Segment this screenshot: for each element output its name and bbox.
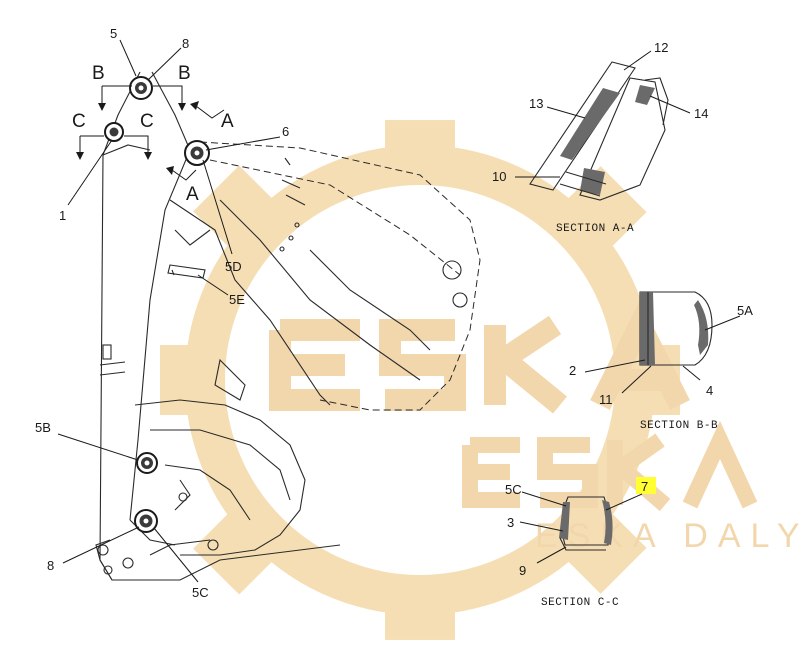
callout-5b: 5B <box>35 420 51 435</box>
watermark-wordmark: ESKA DALYS <box>269 300 800 555</box>
bucket-link-body <box>169 141 481 411</box>
section-a-a-label-14: 14 <box>694 106 708 121</box>
section-c-c-label-9: 9 <box>519 563 526 578</box>
section-a-a-label-10: 10 <box>492 169 506 184</box>
pin-6 <box>184 140 210 166</box>
view-marker-c-right: C <box>140 111 154 132</box>
pin-1 <box>104 122 124 142</box>
callout-8-bottom: 8 <box>47 558 54 573</box>
section-b-b-drawing <box>639 291 713 366</box>
callout-5e: 5E <box>229 292 245 307</box>
section-b-b-title: SECTION B-B <box>640 420 718 432</box>
section-a-a-label-12: 12 <box>654 40 668 55</box>
section-c-c-label-7: 7 <box>641 479 648 494</box>
stick-assembly-drawing <box>95 71 481 581</box>
view-marker-b-right: B <box>178 63 191 84</box>
section-c-c-title: SECTION C-C <box>541 597 619 609</box>
section-a-a-title: SECTION A-A <box>556 223 634 235</box>
callout-5: 5 <box>110 26 117 41</box>
small-pins <box>97 544 134 575</box>
section-a-a-label-13: 13 <box>529 96 543 111</box>
callout-6: 6 <box>282 124 289 139</box>
watermark-brand-text: ESKA DALYS <box>535 517 800 555</box>
section-c-c-label-3: 3 <box>507 515 514 530</box>
callout-8-top: 8 <box>182 36 189 51</box>
callout-1: 1 <box>59 208 66 223</box>
callout-5d: 5D <box>225 259 242 274</box>
main-callouts: 5 8 6 1 5D 5E 5B 8 5C <box>35 26 289 600</box>
highlight-part-7 <box>636 477 656 494</box>
view-marker-a-bottom: A <box>186 184 199 205</box>
section-c-c-label-5c: 5C <box>505 482 522 497</box>
callout-5c: 5C <box>192 585 209 600</box>
view-marker-b-left: B <box>92 63 105 84</box>
bucket <box>134 358 306 556</box>
section-c-c: 5C 7 3 9 SECTION C-C <box>505 477 656 609</box>
pin-top-8 <box>129 76 153 100</box>
section-b-b-label-4: 4 <box>706 383 713 398</box>
pin-5b <box>136 452 158 474</box>
section-a-a-drawing <box>529 61 669 201</box>
pin-bottom-8 <box>134 509 158 533</box>
view-marker-a-top: A <box>221 111 234 132</box>
view-marker-c-left: C <box>72 111 86 132</box>
section-b-b-label-11: 11 <box>599 392 613 407</box>
section-b-b-label-5a: 5A <box>737 303 753 318</box>
section-b-b: 5A 2 11 4 SECTION B-B <box>569 291 753 432</box>
section-a-a: 12 13 14 10 SECTION A-A <box>492 40 708 235</box>
watermark: ESKA DALYS <box>160 120 800 640</box>
section-b-b-label-2: 2 <box>569 363 576 378</box>
section-view-markers: B B C C A A <box>72 63 234 205</box>
